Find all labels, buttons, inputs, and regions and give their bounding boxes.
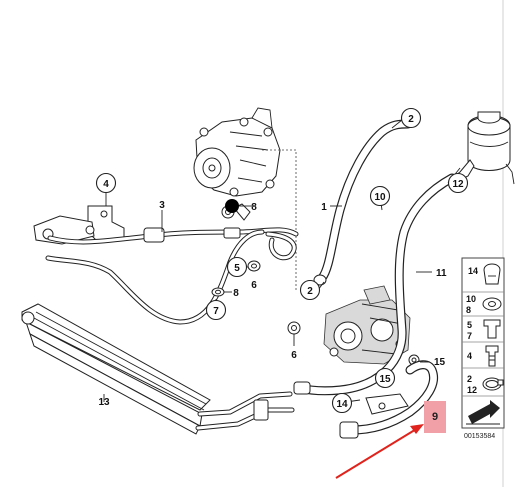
callout-10: 10 [369, 185, 391, 207]
suction-hose-1 [313, 119, 413, 286]
callout-7: 7 [205, 299, 227, 321]
highlight-number: 9 [432, 411, 438, 423]
callout-14-label: 14 [336, 399, 348, 410]
callout-2a-label: 2 [408, 114, 414, 125]
callout-2a: 2 [400, 107, 422, 129]
pressure-line-3 [47, 227, 299, 245]
callout-15: 15 [374, 367, 396, 389]
banjo-bolt-icon [483, 319, 501, 339]
callout-14: 14 [331, 392, 353, 414]
callout-12: 12 [447, 172, 469, 194]
callout-5: 5 [226, 256, 248, 278]
direction-arrow-icon [468, 400, 500, 424]
callout-6b-label: 6 [291, 350, 297, 361]
highlight-box [424, 401, 446, 433]
callout-4-label: 4 [103, 179, 109, 190]
label-15b: 15 [434, 357, 446, 368]
pointer-arrow [335, 424, 424, 479]
callout-8b-label: 8 [233, 288, 239, 299]
reference-code: 00153584 [464, 433, 495, 440]
callout-2b-label: 2 [307, 286, 313, 297]
callout-2b: 2 [299, 279, 321, 301]
hose-9 [339, 360, 438, 439]
legend-label-14: 14 [468, 266, 478, 276]
label-13: 13 [98, 397, 110, 408]
steering-pump [193, 107, 281, 197]
seal-8b [211, 287, 225, 297]
leader-lines [103, 119, 461, 403]
callout-10-label: 10 [374, 192, 386, 203]
legend-row-3: 5 7 [462, 319, 504, 343]
legend-panel: 14 10 8 5 7 4 2 12 [461, 257, 505, 429]
seal-6b [287, 321, 301, 335]
callout-4: 4 [95, 172, 117, 194]
steering-gear [323, 285, 411, 365]
seal-6a [247, 260, 261, 272]
legend-row-4: 4 [462, 345, 504, 369]
legend-label-4: 4 [467, 351, 472, 361]
legend-row-1: 14 [462, 263, 504, 293]
legend-label-5: 5 [467, 320, 472, 330]
callout-12-label: 12 [452, 179, 464, 190]
label-3: 3 [159, 200, 165, 211]
callout-7-label: 7 [213, 306, 219, 317]
callout-6a: 6 [251, 280, 257, 291]
callout-8a-label: 8 [251, 202, 257, 213]
legend-row-6 [466, 400, 500, 425]
callout-6b: 6 [291, 350, 297, 361]
oil-cooler [21, 303, 295, 435]
callout-8b: 8 [233, 288, 239, 299]
clip-icon [483, 263, 501, 285]
pump-dashed-leader [262, 149, 297, 290]
return-hose-11 [293, 173, 457, 396]
callout-15-label: 15 [379, 374, 391, 385]
fluid-reservoir [451, 111, 515, 187]
legend-label-8: 8 [466, 305, 471, 315]
legend-label-10: 10 [466, 294, 476, 304]
legend-row-5: 2 12 [462, 374, 504, 397]
legend-label-2: 2 [467, 374, 472, 384]
callout-5-label: 5 [234, 263, 240, 274]
callout-6a-label: 6 [251, 280, 257, 291]
highlight-part-9: 9 [424, 401, 446, 433]
label-1: 1 [321, 202, 327, 213]
callout-8a: 8 [225, 199, 257, 213]
legend-row-2: 10 8 [462, 294, 504, 317]
legend-label-12: 12 [467, 385, 477, 395]
label-11: 11 [436, 268, 447, 279]
legend-label-7: 7 [467, 331, 472, 341]
